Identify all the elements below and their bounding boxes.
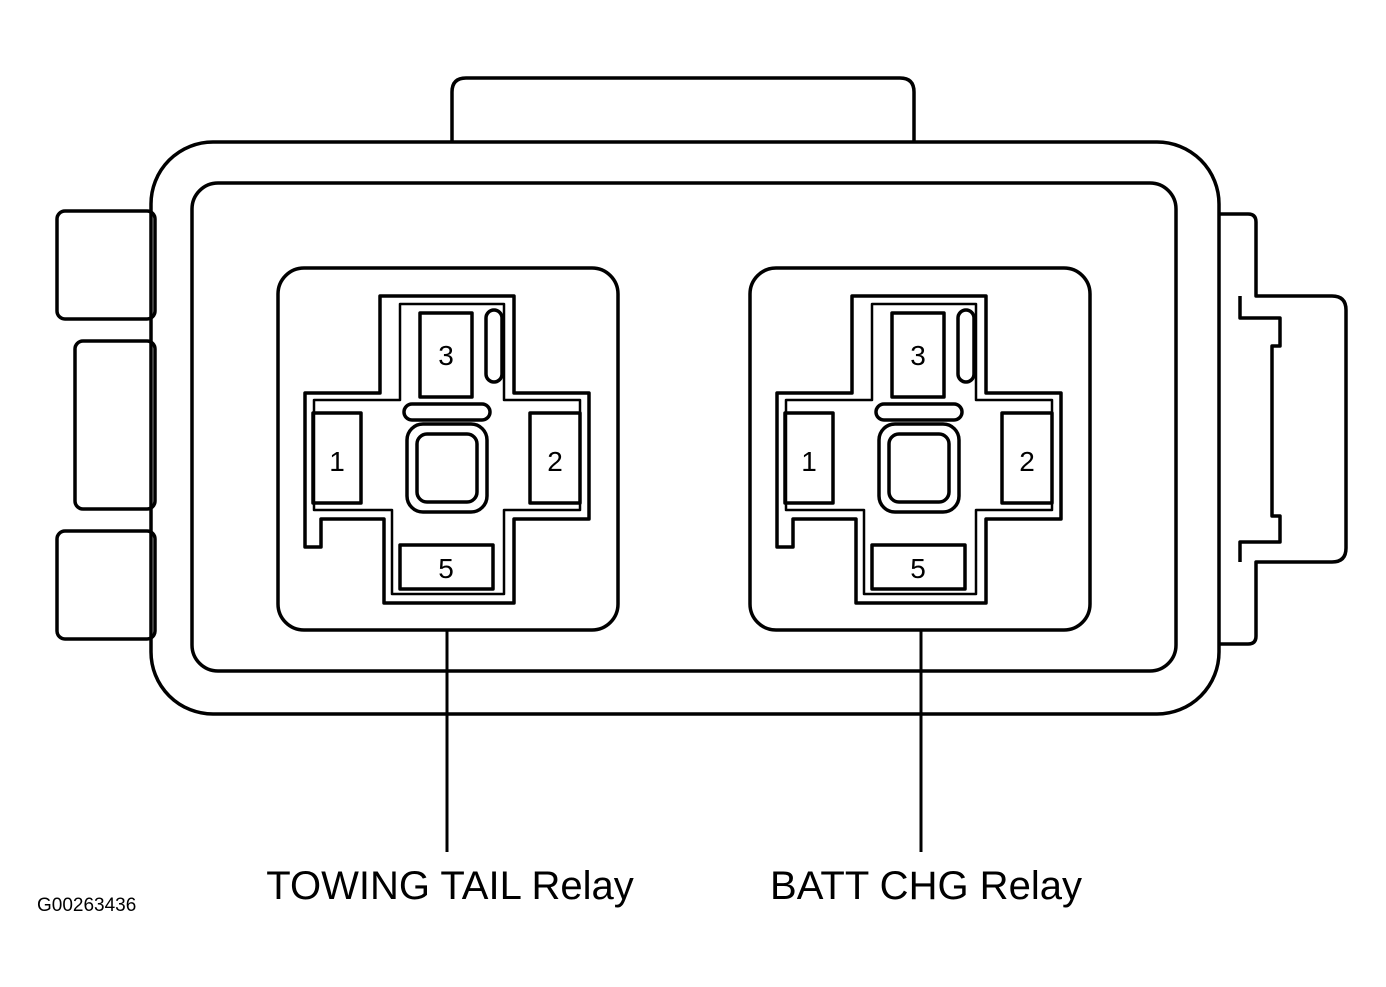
- pin-2: [528, 411, 582, 505]
- left-tab-lower: [55, 529, 157, 641]
- socket-keyway: [484, 308, 504, 384]
- pin-1: [783, 411, 835, 505]
- right-latch: [1218, 212, 1348, 646]
- pin-2-label: 2: [1019, 446, 1035, 477]
- socket-keyway: [956, 308, 976, 384]
- socket-center-post-inner: [887, 432, 951, 504]
- pin-3-label: 3: [438, 340, 454, 371]
- figure-id: G00263436: [37, 895, 136, 916]
- pin-1: [311, 411, 363, 505]
- socket-cross-outer: [775, 294, 1063, 605]
- pin-5-label: 5: [438, 553, 454, 584]
- pin-1-label: 1: [329, 446, 345, 477]
- pin-2-label: 2: [547, 446, 563, 477]
- pin-2: [1000, 411, 1054, 505]
- left-tab-middle: [73, 339, 157, 511]
- pin-3: [890, 311, 946, 399]
- housing-outer: [149, 140, 1221, 716]
- right-latch-inner: [1238, 296, 1282, 562]
- socket-center-post-outer: [877, 422, 961, 514]
- top-latch-tab: [450, 76, 916, 142]
- relay-label-towing-tail: TOWING TAIL Relay: [266, 864, 633, 908]
- pin-5: [870, 543, 967, 591]
- pin-1-label: 1: [801, 446, 817, 477]
- relay-label-batt-chg: BATT CHG Relay: [770, 864, 1082, 908]
- socket-center-bar: [402, 402, 492, 422]
- socket-cross-outer: [303, 294, 591, 605]
- socket-center-post-outer: [405, 422, 489, 514]
- relay-socket-batt-chg: [748, 266, 1092, 632]
- pin-3-label: 3: [910, 340, 926, 371]
- socket-center-post-inner: [415, 432, 479, 504]
- housing-inner: [190, 181, 1178, 673]
- pin-5-label: 5: [910, 553, 926, 584]
- left-tab-upper: [55, 209, 157, 321]
- pin-3: [418, 311, 474, 399]
- pin-5: [398, 543, 495, 591]
- socket-center-bar: [874, 402, 964, 422]
